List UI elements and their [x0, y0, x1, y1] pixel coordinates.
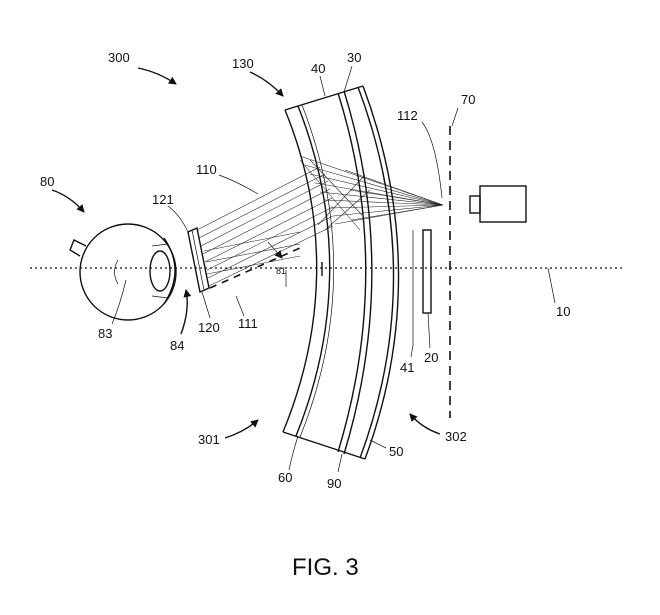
label-300: 300 — [108, 50, 130, 65]
label-121: 121 — [152, 192, 174, 207]
label-81: 81 — [276, 266, 286, 276]
label-84: 84 — [170, 338, 184, 353]
label-111: 111 — [238, 316, 258, 331]
label-302: 302 — [445, 429, 467, 444]
label-80: 80 — [40, 174, 54, 189]
label-60: 60 — [278, 470, 292, 485]
label-20: 20 — [424, 350, 438, 365]
leader-lines — [52, 66, 555, 472]
label-112: 112 — [397, 108, 418, 123]
label-90: 90 — [327, 476, 341, 491]
label-41: 41 — [400, 360, 414, 375]
combiner-lens — [283, 86, 399, 459]
surface-90 — [344, 91, 372, 454]
camera-body — [480, 186, 526, 222]
surface-60 — [283, 110, 317, 432]
label-30: 30 — [347, 50, 361, 65]
camera — [470, 186, 526, 222]
reflector-body — [188, 228, 209, 292]
figure-caption: FIG. 3 — [292, 554, 359, 581]
label-40: 40 — [311, 61, 325, 76]
eye-lens — [150, 251, 170, 291]
camera-lens — [470, 196, 480, 213]
small-reflector — [188, 228, 209, 292]
iris-upper — [152, 244, 168, 246]
eyeball — [80, 224, 176, 320]
eye — [70, 224, 176, 320]
iris-lower — [152, 296, 168, 298]
label-50: 50 — [389, 444, 403, 459]
label-130: 130 — [232, 56, 254, 71]
reference-labels: 300 130 40 30 112 70 80 110 121 10 81 83… — [40, 50, 570, 581]
element-20 — [423, 230, 431, 313]
label-110: 110 — [196, 162, 217, 177]
surface-50 — [358, 87, 394, 458]
label-70: 70 — [461, 92, 475, 107]
label-10: 10 — [556, 304, 570, 319]
label-83: 83 — [98, 326, 112, 341]
combiner-top-edge — [285, 86, 363, 110]
label-301: 301 — [198, 432, 220, 447]
surface-40 — [338, 93, 366, 452]
retina-fovea — [115, 260, 119, 284]
label-120: 120 — [198, 320, 220, 335]
